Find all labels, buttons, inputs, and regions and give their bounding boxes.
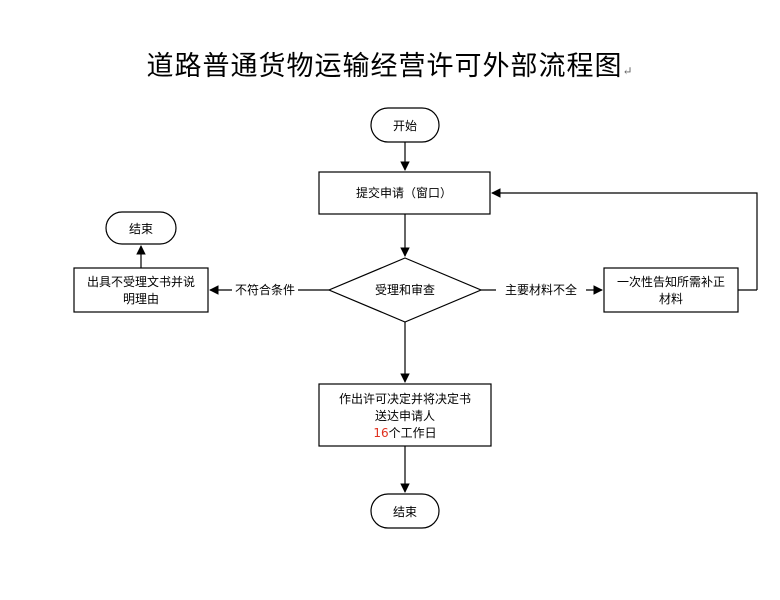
start-label: 开始 [393,119,417,133]
edge-label-incomplete: 主要材料不全 [505,282,577,297]
reject-label-line2: 明理由 [123,292,159,306]
arrow-notify-submit [491,188,758,290]
edge-label-bg-right [496,282,586,298]
edge-label-bg-left [232,282,298,298]
decide-label-line2: 送达申请人 [375,408,435,423]
title-text: 道路普通货物运输经营许可外部流程图 [146,51,623,82]
end-bottom-label: 结束 [393,505,417,519]
decide-days-text: 个工作日 [389,426,437,440]
decide-label-line3: 16个工作日 [373,426,436,440]
decide-label-line1: 作出许可决定并将决定书 [339,391,471,406]
end-left-label: 结束 [129,222,153,236]
notify-label-line2: 材料 [659,292,683,306]
submit-node [318,171,491,215]
page-title: 道路普通货物运输经营许可外部流程图↵ [0,50,780,88]
edge-label-not-meet: 不符合条件 [235,282,295,297]
decide-node [318,383,492,447]
submit-label: 提交申请（窗口） [356,185,452,200]
end-node-bottom [370,493,440,529]
decide-days-number: 16 [373,426,388,440]
reject-label-line1: 出具不受理文书并说 [87,274,195,289]
end-node-left [105,211,177,245]
review-label: 受理和审查 [375,282,435,297]
notify-label-line1: 一次性告知所需补正 [617,275,725,289]
paragraph-mark: ↵ [622,64,634,78]
